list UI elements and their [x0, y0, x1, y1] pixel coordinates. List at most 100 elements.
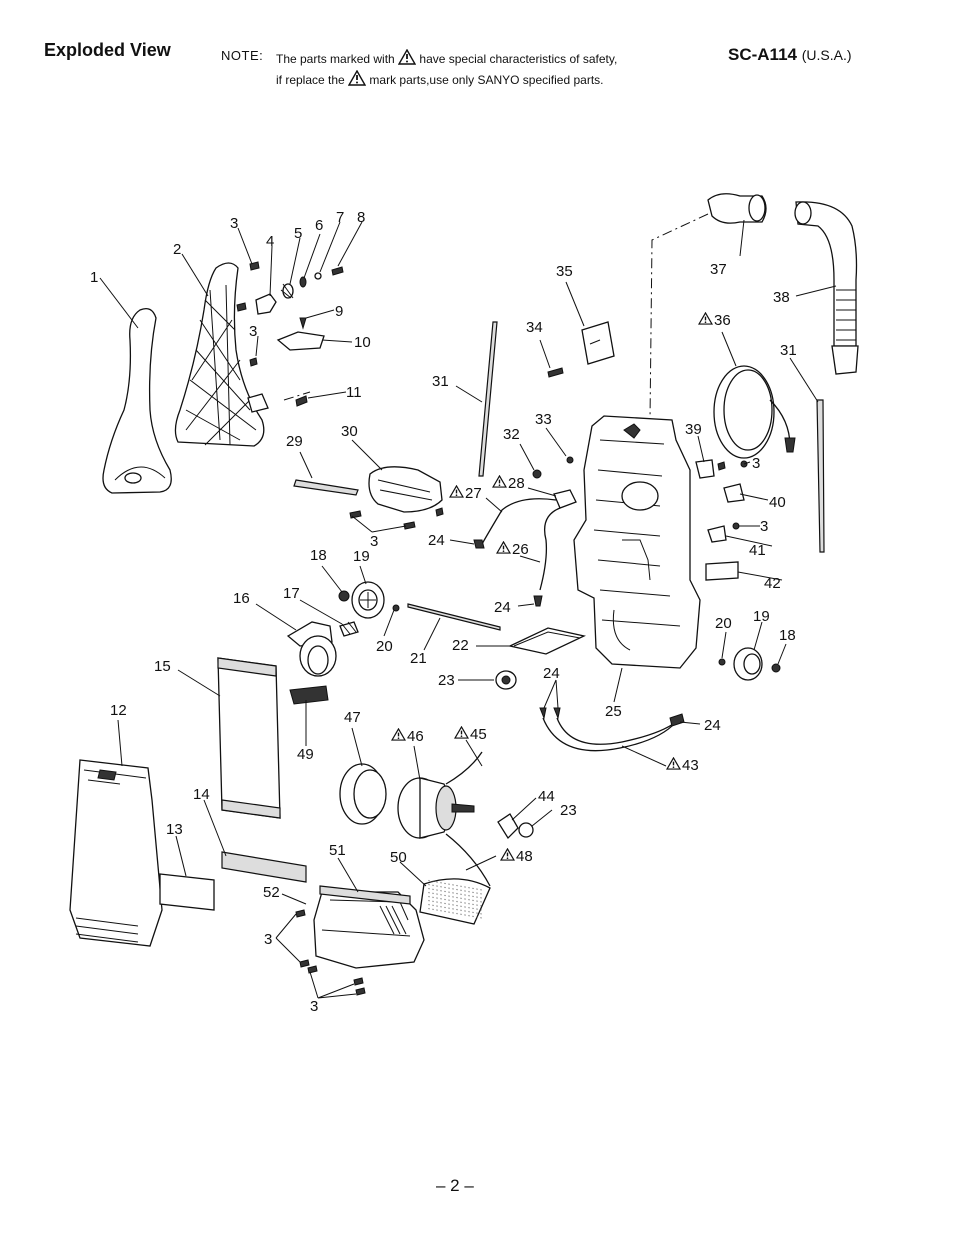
callout-8: 8: [357, 209, 365, 226]
note-line-1: The parts marked with have special chara…: [276, 49, 617, 66]
callout-3: 3: [249, 323, 257, 340]
callout-2: 2: [173, 241, 181, 258]
callout-40: 40: [769, 494, 786, 511]
callout-17: 17: [283, 585, 300, 602]
part-hose: [649, 193, 859, 421]
safety-warning-icon: [492, 475, 507, 488]
part-front-cover: [69, 759, 163, 947]
callout-45: 45: [470, 726, 487, 743]
callout-39: 39: [685, 421, 702, 438]
model-name: SC-A114: [728, 45, 797, 64]
callout-9: 9: [335, 303, 343, 320]
note-line-1-end: have special characteristics of safety,: [419, 52, 618, 66]
callout-38: 38: [773, 289, 790, 306]
callout-25: 25: [605, 703, 622, 720]
callout-23: 23: [438, 672, 455, 689]
part-plate-35: [547, 321, 615, 378]
part-handle-grip: [102, 307, 172, 494]
safety-warning-icon: [391, 728, 406, 741]
callout-labels: 1 2 3 4 5 6 7 8 9 3 10 11 29 30 3 31 34 …: [90, 209, 797, 1015]
callout-29: 29: [286, 433, 303, 450]
part-switch-wiring: [473, 456, 577, 607]
callout-10: 10: [354, 334, 371, 351]
callout-35: 35: [556, 263, 573, 280]
callout-44: 44: [538, 788, 555, 805]
callout-32: 32: [503, 426, 520, 443]
part-rod-31: [478, 321, 498, 477]
callout-22: 22: [452, 637, 469, 654]
part-plates-13-14: [159, 851, 307, 911]
note-line-2-start: if replace the: [276, 73, 345, 87]
note-line-1-start: The parts marked with: [276, 52, 395, 66]
callout-36: 36: [714, 312, 731, 329]
safety-warning-icon: [449, 485, 464, 498]
note-line-2: if replace the mark parts,use only SANYO…: [276, 70, 604, 87]
callout-24: 24: [428, 532, 445, 549]
leader-lines: [99, 219, 837, 999]
callout-42: 42: [764, 575, 781, 592]
part-cover-30: [293, 466, 444, 530]
callout-41: 41: [749, 542, 766, 559]
callout-14: 14: [193, 786, 210, 803]
callout-4: 4: [266, 233, 274, 250]
callout-1: 1: [90, 269, 98, 286]
callout-3: 3: [370, 533, 378, 550]
note-line-2-end: mark parts,use only SANYO specified part…: [369, 73, 604, 87]
callout-3: 3: [760, 518, 768, 535]
part-main-housing: [573, 415, 701, 669]
callout-20: 20: [376, 638, 393, 655]
part-rod-31-right: [816, 399, 825, 553]
page-number: – 2 –: [436, 1176, 474, 1195]
callout-13: 13: [166, 821, 183, 838]
callout-18: 18: [779, 627, 796, 644]
safety-warning-icon: [500, 848, 515, 861]
callout-51: 51: [329, 842, 346, 859]
safety-warning-icon: [666, 757, 681, 770]
callout-24: 24: [543, 665, 560, 682]
part-handle-frame: [174, 262, 265, 447]
callout-7: 7: [336, 209, 344, 226]
callout-18: 18: [310, 547, 327, 564]
callout-24: 24: [494, 599, 511, 616]
part-screws-upper: [236, 261, 344, 413]
callout-43: 43: [682, 757, 699, 774]
safety-warning-icon: [454, 726, 469, 739]
callout-49: 49: [297, 746, 314, 763]
callout-23: 23: [560, 802, 577, 819]
model-number: SC-A114 (U.S.A.): [728, 45, 852, 65]
safety-warning-icon: [348, 70, 367, 86]
part-base-51: [295, 878, 491, 996]
note-label: NOTE:: [221, 48, 264, 63]
callout-31: 31: [780, 342, 797, 359]
callout-20: 20: [715, 615, 732, 632]
part-dust-bag: [217, 657, 329, 819]
callout-12: 12: [110, 702, 127, 719]
page-title: Exploded View: [44, 40, 171, 60]
callout-33: 33: [535, 411, 552, 428]
callout-31: 31: [432, 373, 449, 390]
safety-warning-icon: [698, 312, 713, 325]
callout-3: 3: [230, 215, 238, 232]
callout-30: 30: [341, 423, 358, 440]
safety-warning-icon: [398, 49, 417, 65]
safety-warning-icon: [496, 541, 511, 554]
callout-16: 16: [233, 590, 250, 607]
callout-48: 48: [516, 848, 533, 865]
callout-19: 19: [753, 608, 770, 625]
callout-15: 15: [154, 658, 171, 675]
part-power-cord: [713, 365, 796, 459]
callout-52: 52: [263, 884, 280, 901]
callout-19: 19: [353, 548, 370, 565]
callout-3: 3: [264, 931, 272, 948]
part-motor: [339, 751, 534, 887]
callout-46: 46: [407, 728, 424, 745]
callout-11: 11: [346, 384, 362, 401]
part-clips-right: [695, 459, 781, 681]
callout-6: 6: [315, 217, 323, 234]
callout-24: 24: [704, 717, 721, 734]
callout-3: 3: [310, 998, 318, 1015]
callout-3: 3: [752, 455, 760, 472]
part-cord-43: [539, 707, 685, 752]
model-region: (U.S.A.): [801, 47, 852, 63]
